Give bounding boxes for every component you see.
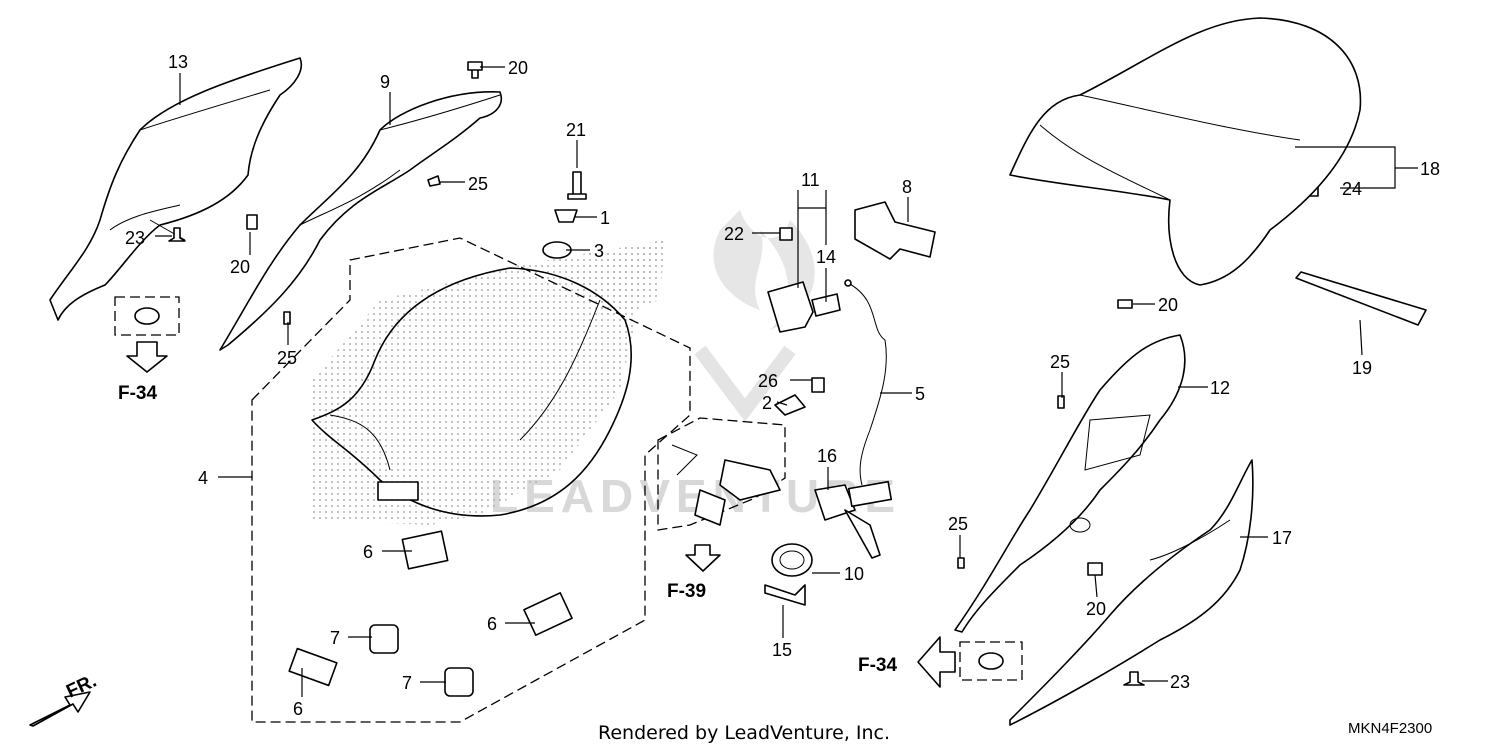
part-11-bracket [767,281,841,333]
part-17-right-side-cover [1009,459,1254,726]
callout-12: 12 [1210,378,1230,398]
part-8-latch [854,201,936,260]
footer-credit: Rendered by LeadVenture, Inc. [598,722,890,744]
callout-1: 1 [600,208,610,228]
callout-26: 26 [758,371,778,391]
part-15-clip [764,584,806,606]
part-6-rubber-blocks [288,530,573,687]
shading [312,240,665,525]
part-16-key-cylinder [814,480,893,559]
part-19-strap [1295,271,1427,326]
callout-6-b: 6 [487,614,497,634]
ref-f39[interactable]: F-39 [667,581,706,602]
callout-25: 25 [468,174,488,194]
callout-16: 16 [817,446,837,466]
callout-22: 22 [724,224,744,244]
part-12-right-rear-cover [954,334,1186,633]
callout-24: 24 [1342,179,1362,199]
part-10-ring [771,543,813,577]
grommet-box-right [917,636,1023,688]
part-18-pillion-seat [1009,17,1362,286]
callout-2: 2 [762,393,772,413]
ref-f34-left[interactable]: F-34 [118,383,158,404]
part-13-left-side-cover [49,57,302,321]
callout-18: 18 [1420,159,1440,179]
callout-20-b: 20 [230,257,250,277]
part-2-plate [774,394,806,416]
ref-f34-right[interactable]: F-34 [858,655,898,676]
grommet-box-left [114,296,180,373]
callout-8: 8 [902,177,912,197]
callout-9: 9 [380,72,390,92]
callout-4: 4 [198,468,208,488]
callout-25-b: 25 [277,348,297,368]
front-direction-arrow: FR. [29,671,100,727]
seat-assembly-outline [251,237,691,723]
callout-19: 19 [1352,358,1372,378]
callout-13: 13 [168,52,188,72]
callout-20-c: 20 [1158,295,1178,315]
arrow-f39 [685,544,721,572]
callout-15: 15 [772,640,792,660]
part-4-seat [311,267,632,517]
callout-3: 3 [594,241,604,261]
leader-lines [155,66,1418,697]
callout-5: 5 [915,384,925,404]
callout-20: 20 [508,58,528,78]
callout-7-b: 7 [402,673,412,693]
part-5-cable [844,279,887,486]
callout-6-c: 6 [293,699,303,719]
shading-2 [560,238,665,320]
callout-7: 7 [330,628,340,648]
callout-23: 23 [125,228,145,248]
diagram-code: MKN4F2300 [1348,720,1432,737]
part-7-cushions [369,624,474,697]
callout-25-d: 25 [948,514,968,534]
callout-20-d: 20 [1086,599,1106,619]
callout-10: 10 [844,564,864,584]
callout-23-b: 23 [1170,672,1190,692]
callout-11: 11 [801,170,820,190]
callout-17: 17 [1272,528,1292,548]
callout-21: 21 [566,120,586,140]
callout-25-c: 25 [1050,352,1070,372]
callout-numbers: 13 9 20 25 23 20 25 21 1 3 4 6 6 7 7 6 1… [125,52,1440,719]
fasteners [168,61,1319,686]
callout-14: 14 [816,247,836,267]
part-9-left-rear-cover [219,91,502,351]
callout-6: 6 [363,542,373,562]
lock-assembly [671,444,781,526]
